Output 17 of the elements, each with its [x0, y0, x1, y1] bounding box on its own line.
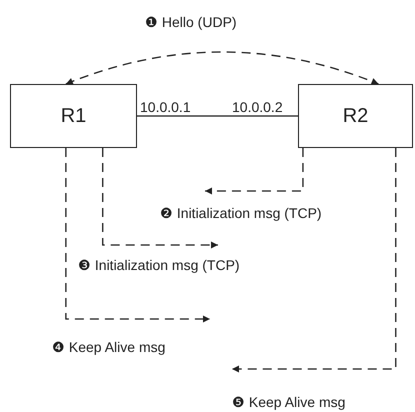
message-label: ❶ Hello (UDP)	[145, 14, 237, 31]
ip-address-label: 10.0.0.1	[140, 99, 191, 116]
message-label: ❹ Keep Alive msg	[52, 339, 166, 356]
dashed-arrow	[66, 51, 379, 85]
link-line	[137, 115, 298, 117]
router-name: R2	[342, 104, 368, 128]
router-box	[298, 84, 413, 148]
dashed-arrow	[102, 148, 218, 248]
dashed-arrow	[205, 148, 304, 194]
dashed-arrow	[232, 148, 396, 372]
message-label: ❺ Keep Alive msg	[232, 394, 346, 411]
router-name: R1	[60, 104, 86, 128]
router-box	[10, 84, 137, 148]
message-label: ❷ Initialization msg (TCP)	[160, 205, 322, 222]
ip-address-label: 10.0.0.2	[232, 99, 283, 116]
dashed-arrow	[65, 148, 210, 322]
message-label: ❸ Initialization msg (TCP)	[78, 257, 240, 274]
